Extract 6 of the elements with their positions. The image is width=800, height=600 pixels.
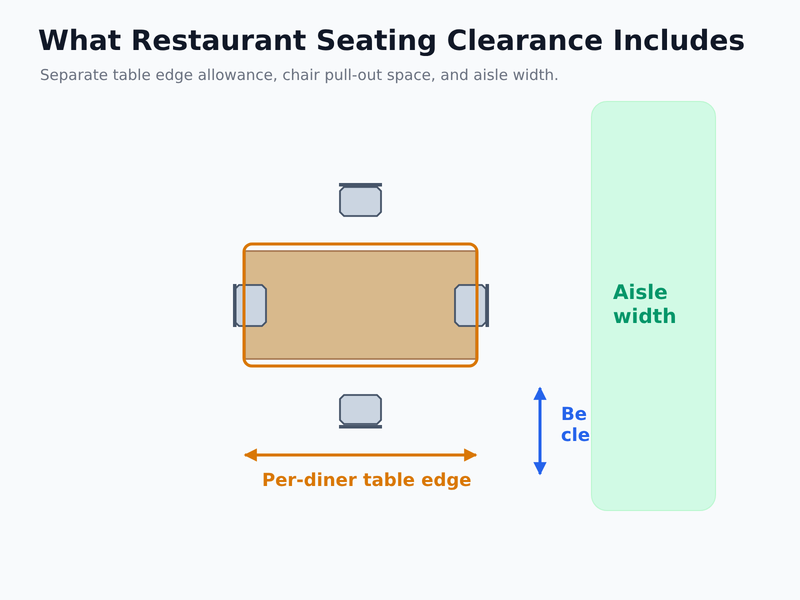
zone-label: Aisle width bbox=[613, 280, 678, 328]
dimension-label: Per-diner table edge bbox=[262, 470, 472, 491]
diagram-title: What Restaurant Seating Clearance Includes bbox=[38, 24, 745, 58]
diagram-subtitle: Separate table edge allowance, chair pull-out space, and aisle width. bbox=[40, 65, 559, 85]
aisle-zone bbox=[591, 101, 716, 511]
dimension-label: Be cle bbox=[561, 404, 591, 446]
